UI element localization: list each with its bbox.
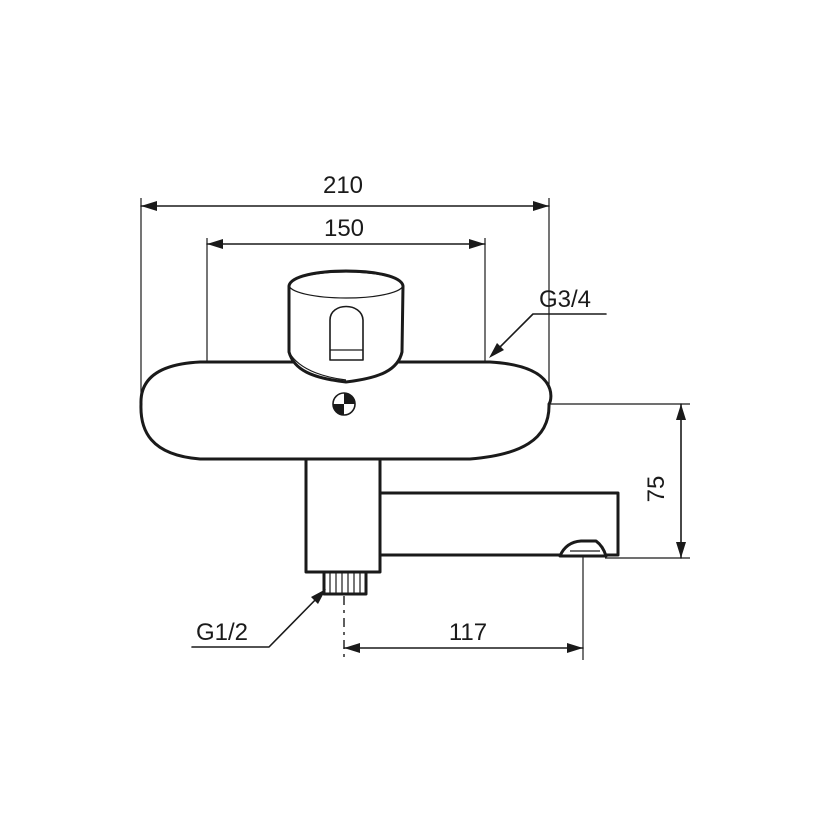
dimension-75-label: 75 <box>643 476 670 503</box>
riser-pipe <box>304 450 382 574</box>
dimension-75: 75 <box>643 403 686 559</box>
leader-g12: G1/2 <box>191 589 326 648</box>
thread-g34-label: G3/4 <box>539 286 591 313</box>
leader-g34: G3/4 <box>489 286 607 358</box>
dimension-117-label: 117 <box>449 619 487 646</box>
dimension-150: 150 <box>206 215 486 249</box>
thread-g12-label: G1/2 <box>196 619 248 646</box>
center-mark <box>332 392 356 416</box>
threaded-inlet <box>322 570 368 596</box>
dimension-210: 210 <box>140 172 550 211</box>
dimension-210-label: 210 <box>323 172 363 199</box>
faucet-body <box>139 269 620 596</box>
knob <box>287 269 405 384</box>
outlet-aerator <box>558 539 608 558</box>
dimension-150-label: 150 <box>324 215 364 242</box>
dimension-117: 117 <box>343 619 584 653</box>
